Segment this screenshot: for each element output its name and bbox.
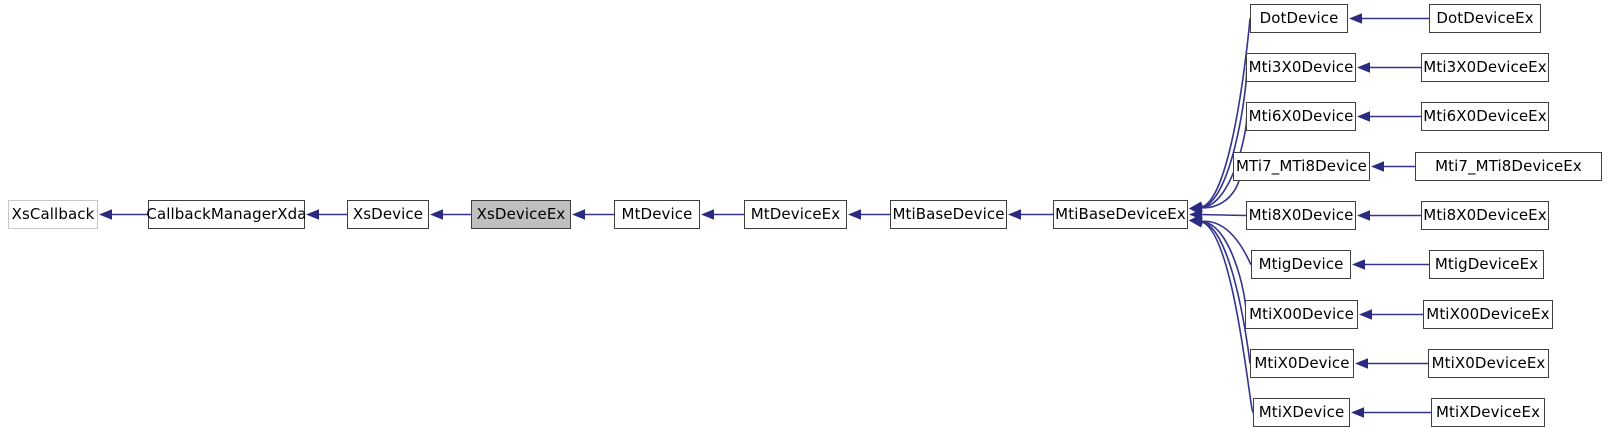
inheritance-arrowhead <box>99 209 112 220</box>
class-node-xscallback[interactable]: XsCallback <box>8 200 98 229</box>
class-node-mtix00deviceex[interactable]: MtiX00DeviceEx <box>1423 300 1553 329</box>
class-node-mti3x0device[interactable]: Mti3X0Device <box>1246 53 1356 82</box>
class-node-label: Mti6X0Device <box>1248 107 1354 125</box>
class-node-mti8x0deviceex[interactable]: Mti8X0DeviceEx <box>1421 201 1549 230</box>
class-node-mti6x0device[interactable]: Mti6X0Device <box>1246 102 1356 131</box>
inheritance-arrowhead <box>701 209 714 220</box>
class-node-label: Mti3X0Device <box>1248 58 1354 76</box>
class-node-mtdevice[interactable]: MtDevice <box>614 200 700 229</box>
class-node-label: Mti8X0Device <box>1248 206 1354 224</box>
inheritance-edge <box>1199 220 1251 364</box>
class-node-mtix0deviceex[interactable]: MtiX0DeviceEx <box>1428 349 1549 378</box>
inheritance-arrowhead <box>1189 213 1203 225</box>
class-node-label: DotDeviceEx <box>1436 9 1534 27</box>
class-node-label: MtiBaseDevice <box>892 205 1005 223</box>
class-node-mti7_mti8device[interactable]: MTi7_MTi8Device <box>1233 152 1370 181</box>
class-node-callbackmanagerxda[interactable]: CallbackManagerXda <box>146 200 306 229</box>
class-node-mtibasedevice[interactable]: MtiBaseDevice <box>890 200 1007 229</box>
class-node-mtixdevice[interactable]: MtiXDevice <box>1253 398 1350 427</box>
inheritance-arrowhead <box>1355 358 1368 369</box>
class-node-mtdeviceex[interactable]: MtDeviceEx <box>744 200 847 229</box>
class-node-label: XsDevice <box>352 205 424 223</box>
inheritance-arrowhead <box>1189 204 1203 216</box>
class-node-label: XsDeviceEx <box>476 205 566 223</box>
inheritance-arrowhead <box>572 209 585 220</box>
inheritance-arrowhead <box>1359 309 1372 320</box>
class-node-label: Mti6X0DeviceEx <box>1423 107 1547 125</box>
inheritance-arrowhead <box>848 209 861 220</box>
inheritance-arrowhead <box>1352 259 1365 270</box>
inheritance-arrowhead <box>1189 203 1203 215</box>
inheritance-edge <box>1199 66 1248 209</box>
class-node-label: MTi7_MTi8Device <box>1236 157 1368 175</box>
class-node-label: MtiX0Device <box>1254 354 1350 372</box>
inheritance-arrowhead <box>1189 209 1202 220</box>
class-node-label: Mti7_MTi8DeviceEx <box>1435 157 1582 175</box>
class-node-label: MtiX00Device <box>1249 305 1354 323</box>
inheritance-arrowhead <box>1189 217 1203 228</box>
class-node-mtixdeviceex[interactable]: MtiXDeviceEx <box>1431 398 1545 427</box>
class-node-label: MtigDeviceEx <box>1434 255 1539 273</box>
class-node-mti3x0deviceex[interactable]: Mti3X0DeviceEx <box>1421 53 1549 82</box>
class-node-label: XsCallback <box>11 205 95 223</box>
class-node-label: Mti3X0DeviceEx <box>1423 58 1547 76</box>
inheritance-arrowhead <box>1357 210 1370 221</box>
class-node-mtibasedeviceex[interactable]: MtiBaseDeviceEx <box>1053 200 1188 229</box>
class-node-mti6x0deviceex[interactable]: Mti6X0DeviceEx <box>1421 102 1549 131</box>
inheritance-arrowhead <box>1008 209 1021 220</box>
inheritance-arrowhead <box>1189 202 1203 213</box>
inheritance-edge <box>1199 220 1252 266</box>
inheritance-arrowhead <box>1349 13 1362 24</box>
inheritance-edge <box>1198 213 1247 217</box>
class-node-label: MtiX0DeviceEx <box>1431 354 1546 372</box>
class-node-label: CallbackManagerXda <box>146 205 307 223</box>
class-node-label: MtiX00DeviceEx <box>1426 305 1550 323</box>
class-node-mti8x0device[interactable]: Mti8X0Device <box>1246 201 1356 230</box>
inheritance-arrowhead <box>1189 216 1203 227</box>
inheritance-arrowhead <box>1351 407 1364 418</box>
class-node-label: MtiXDeviceEx <box>1435 403 1541 421</box>
class-node-mti7_mti8deviceex[interactable]: Mti7_MTi8DeviceEx <box>1415 152 1602 181</box>
class-node-label: MtDevice <box>621 205 693 223</box>
class-node-label: MtigDevice <box>1258 255 1344 273</box>
class-node-mtigdevice[interactable]: MtigDevice <box>1251 250 1351 279</box>
class-node-label: DotDevice <box>1259 9 1339 27</box>
class-node-label: Mti8X0DeviceEx <box>1423 206 1547 224</box>
class-node-xsdevice[interactable]: XsDevice <box>347 200 429 229</box>
class-node-xsdeviceex[interactable]: XsDeviceEx <box>471 200 571 229</box>
inheritance-arrowhead <box>1371 161 1384 172</box>
class-node-label: MtiBaseDeviceEx <box>1055 205 1186 223</box>
inheritance-arrowhead <box>1189 214 1203 226</box>
inheritance-arrowhead <box>1357 111 1370 122</box>
inheritance-edge <box>1199 220 1247 316</box>
class-node-label: MtDeviceEx <box>750 205 841 223</box>
class-node-mtix0device[interactable]: MtiX0Device <box>1250 349 1354 378</box>
inheritance-arrowhead <box>430 209 443 220</box>
inheritance-arrowhead <box>1357 62 1370 73</box>
class-node-dotdeviceex[interactable]: DotDeviceEx <box>1429 4 1541 33</box>
inheritance-arrowhead <box>1189 201 1203 212</box>
class-node-mtigdeviceex[interactable]: MtigDeviceEx <box>1429 250 1544 279</box>
class-node-dotdevice[interactable]: DotDevice <box>1250 4 1348 33</box>
class-node-mtix00device[interactable]: MtiX00Device <box>1245 300 1358 329</box>
class-node-label: MtiXDevice <box>1258 403 1345 421</box>
